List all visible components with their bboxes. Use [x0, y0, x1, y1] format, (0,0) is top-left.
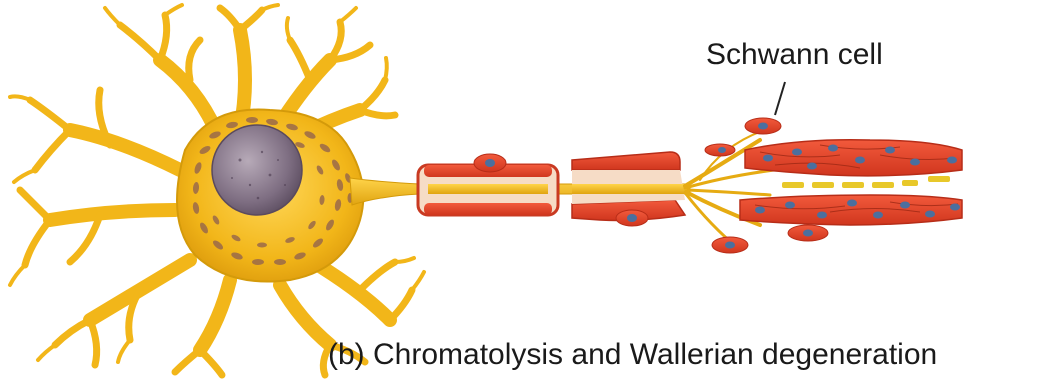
myelin-segment-degenerating — [572, 152, 687, 226]
nucleus — [212, 125, 302, 215]
schwann-cell-leader-line — [775, 82, 785, 115]
schwann-cell-band-upper — [745, 140, 962, 176]
degenerating-axon-branches — [685, 125, 790, 250]
cell-body — [177, 110, 363, 282]
figure-caption: (b) Chromatolysis and Wallerian degenera… — [328, 338, 937, 372]
schwann-cell-label: Schwann cell — [706, 38, 883, 72]
myelin-segment — [418, 154, 558, 215]
schwann-cell-band-lower — [740, 195, 962, 225]
schwann-cell-debris — [705, 118, 828, 253]
axon-fragments — [782, 176, 950, 188]
